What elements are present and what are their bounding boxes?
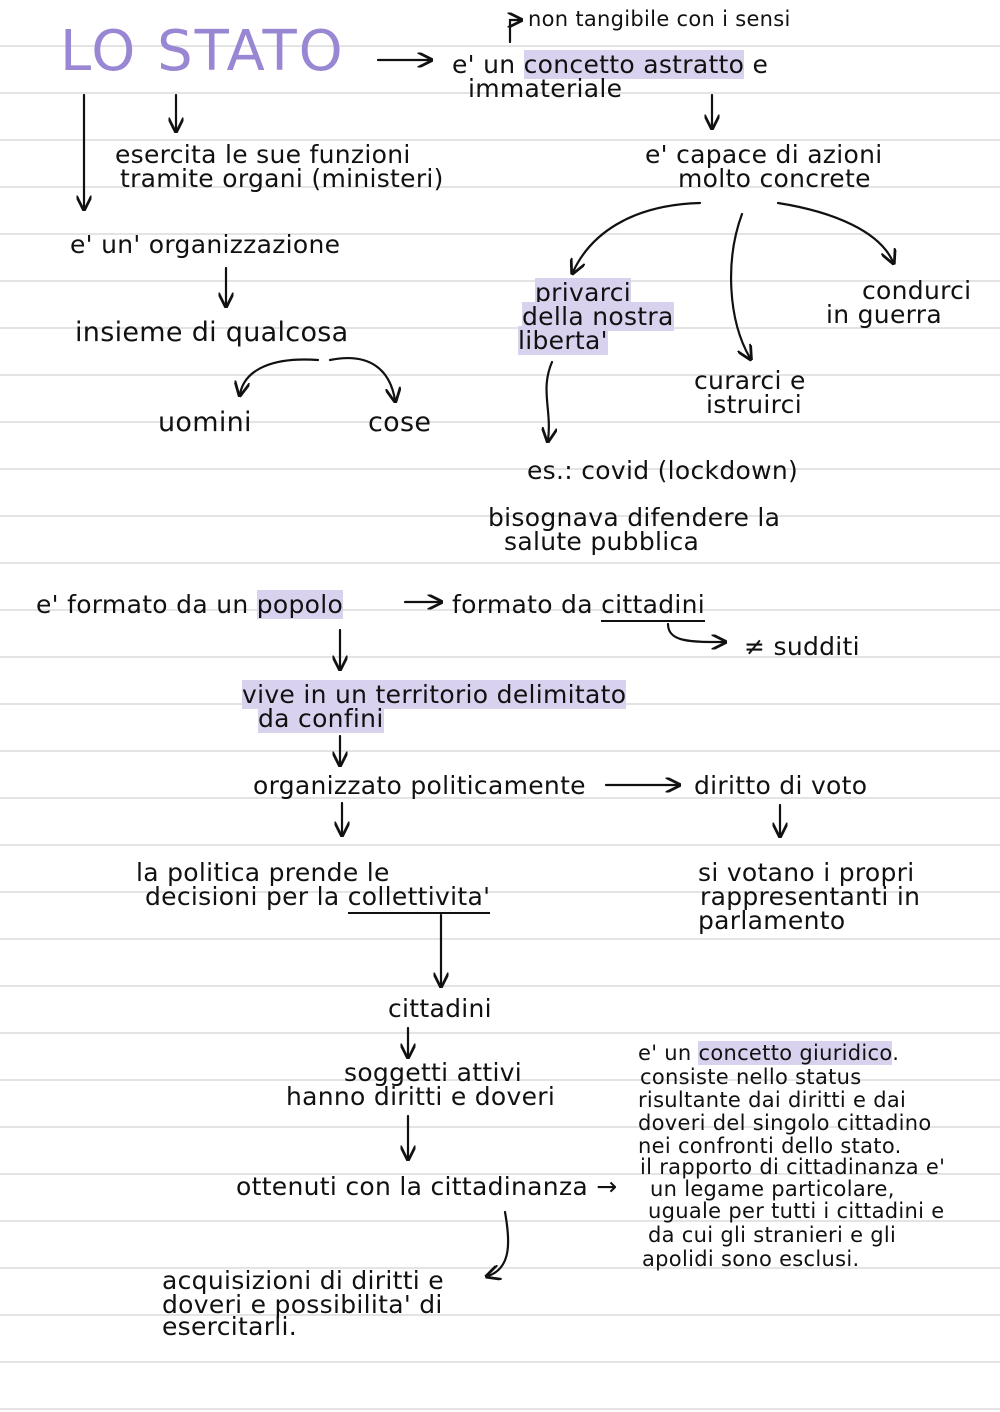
acquisitions-line-1: acquisizioni di diritti e [162, 1266, 444, 1295]
arrow-capable-to-deprive [573, 201, 702, 272]
arrow-obtained-to-acquisitions [488, 1210, 510, 1276]
vote-note-line-3: parlamento [698, 906, 846, 935]
active-line-1: soggetti attivi [344, 1058, 523, 1087]
underline-cittadini: cittadini [601, 590, 706, 622]
deprive-line-1: privarci [535, 278, 632, 307]
highlight-abstract-concept: concetto astratto [523, 50, 745, 79]
formed-by-citizens: formato da cittadini [452, 590, 706, 622]
arrow-concept-up [510, 20, 520, 44]
deprive-line-3: liberta' [518, 326, 608, 355]
care-line-1: curarci e [694, 366, 806, 395]
arrow-set-to-things [328, 357, 395, 400]
territory-line-1: vive in un territorio delimitato [242, 680, 627, 709]
politics-line-1: la politica prende le [136, 858, 390, 887]
underline-collectivity: collettivita' [347, 882, 491, 914]
formed-by-people: e' formato da un popolo [36, 590, 344, 619]
legal-line-3: risultante dai diritti e dai [638, 1088, 907, 1112]
capable-line-2: molto concrete [678, 164, 871, 193]
highlight-legal-concept: concetto giuridico [698, 1041, 893, 1065]
legal-line-2: consiste nello status [640, 1065, 862, 1089]
legal-line-6: il rapporto di cittadinanza e' [640, 1155, 946, 1179]
acquisitions-line-2: doveri e possibilita' di [162, 1290, 443, 1319]
highlight-popolo: popolo [256, 590, 344, 619]
set-label: insieme di qualcosa [75, 317, 349, 348]
legal-line-9: da cui gli stranieri e gli [648, 1223, 897, 1247]
acquisitions-line-3: esercitarli. [162, 1312, 298, 1341]
legal-line-4: doveri del singolo cittadino [638, 1111, 932, 1135]
capable-line-1: e' capace di azioni [645, 140, 883, 169]
war-line-2: in guerra [826, 300, 942, 329]
arrow-capable-to-care [730, 212, 750, 358]
not-subjects: ≠ sudditi [744, 632, 860, 661]
politics-line-2: decisioni per la collettivita' [145, 882, 491, 914]
note-not-tangible: non tangibile con i sensi [528, 7, 791, 31]
page-title: LO STATO [60, 19, 345, 84]
obtained-with-citizenship: ottenuti con la cittadinanza → [236, 1172, 618, 1201]
vote-note-line-2: rappresentanti in [700, 882, 921, 911]
citizens-label: cittadini [388, 994, 492, 1023]
arrow-deprive-to-example [547, 360, 552, 440]
concept-line-2: immateriale [468, 74, 623, 103]
right-to-vote: diritto di voto [694, 771, 868, 800]
arrow-capable-to-war [776, 201, 893, 262]
defend-line-1: bisognava difendere la [488, 503, 781, 532]
territory-line-2: da confini [258, 704, 384, 733]
organization-label: e' un' organizzazione [70, 230, 341, 259]
example-covid: es.: covid (lockdown) [527, 456, 799, 485]
legal-line-10: apolidi sono esclusi. [642, 1247, 860, 1271]
functions-line-2: tramite organi (ministeri) [120, 164, 444, 193]
legal-line-8: uguale per tutti i cittadini e [648, 1199, 945, 1223]
functions-line-1: esercita le sue funzioni [115, 140, 411, 169]
defend-line-2: salute pubblica [504, 527, 700, 556]
arrow-set-to-men [240, 358, 320, 394]
organized-politically: organizzato politicamente [253, 771, 586, 800]
care-line-2: istruirci [706, 390, 802, 419]
active-line-2: hanno diritti e doveri [286, 1082, 556, 1111]
men-label: uomini [158, 407, 252, 438]
vote-note-line-1: si votano i propri [698, 858, 915, 887]
concept-line-1: e' un concetto astratto e [452, 50, 769, 79]
arrow-cittadini-to-subjects [666, 622, 724, 642]
things-label: cose [368, 407, 432, 438]
legal-line-5: nei confronti dello stato. [638, 1134, 902, 1158]
legal-line-1: e' un concetto giuridico. [638, 1041, 900, 1065]
war-line-1: condurci [862, 276, 972, 305]
legal-line-7: un legame particolare, [650, 1177, 895, 1201]
